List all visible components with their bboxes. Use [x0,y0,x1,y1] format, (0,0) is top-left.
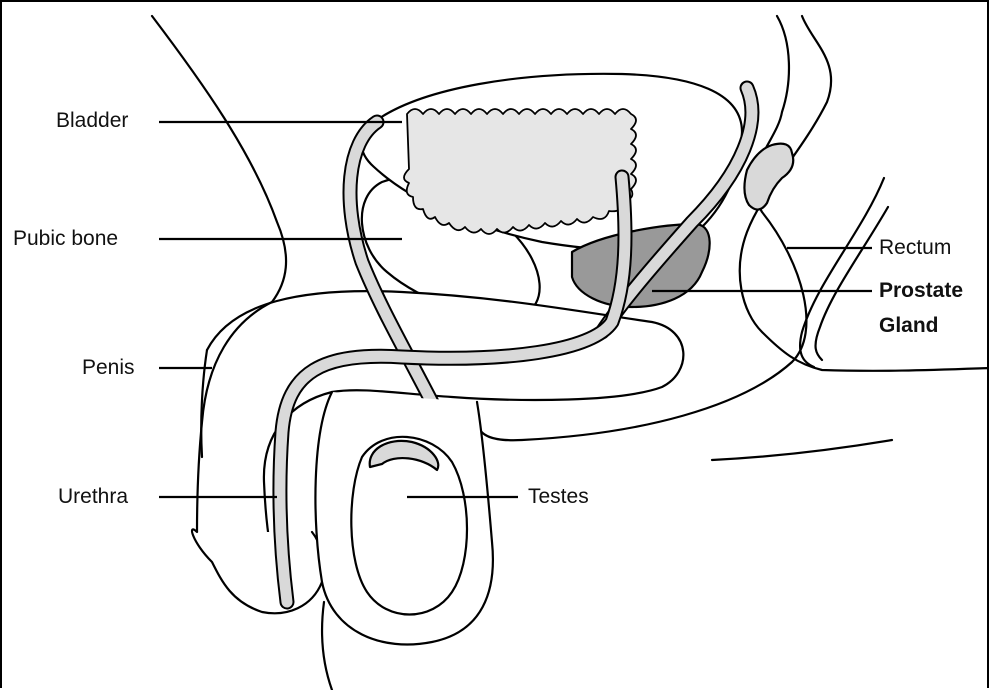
label-urethra: Urethra [58,485,128,509]
label-pubic-bone: Pubic bone [13,227,118,251]
body-outline [152,16,286,302]
glans [192,529,324,613]
label-prostate-line2: Gland [879,314,939,338]
rectum-wall-inner [816,207,888,360]
label-rectum: Rectum [879,236,951,260]
label-prostate-line1: Prostate [879,279,963,303]
rectum-wall-outer [800,178,884,367]
label-testes: Testes [528,485,589,509]
seminal-vesicle [744,144,793,210]
lower-line [712,440,892,460]
leg-line [322,602,332,690]
label-penis: Penis [82,356,135,380]
back-outline [740,16,989,371]
label-bladder: Bladder [56,109,128,133]
bladder-lumen [404,109,636,234]
